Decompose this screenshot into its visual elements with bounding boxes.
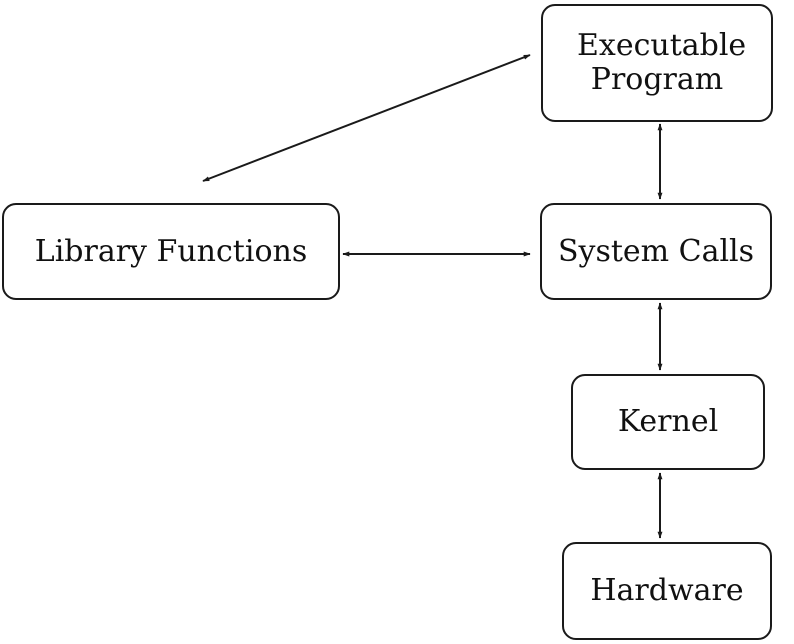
node-executable-program-label: Executable Program — [577, 28, 747, 97]
edge-library-to-executable — [202, 54, 531, 182]
node-hardware: Hardware — [562, 542, 772, 640]
node-hardware-label: Hardware — [590, 573, 744, 609]
node-system-calls: System Calls — [540, 203, 772, 300]
node-kernel-label: Kernel — [617, 404, 719, 440]
node-system-calls-label: System Calls — [557, 233, 755, 269]
node-library-functions: Library Functions — [2, 203, 340, 300]
node-kernel: Kernel — [571, 374, 765, 470]
node-library-functions-label: Library Functions — [34, 233, 308, 269]
node-executable-program: Executable Program — [541, 4, 773, 122]
